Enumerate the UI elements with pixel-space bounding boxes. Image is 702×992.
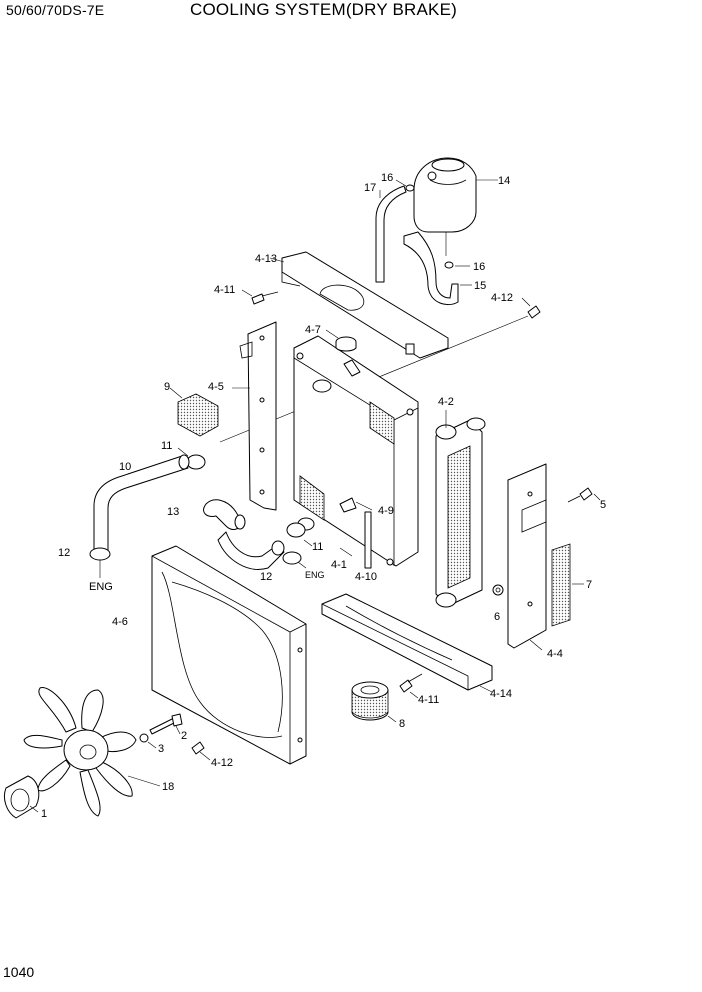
callout-4-4: 4-4 xyxy=(547,648,563,660)
oil-cooler xyxy=(435,410,486,608)
hose-clamp-16 xyxy=(395,179,470,269)
bolt-4-12b xyxy=(191,741,211,761)
callout-9: 9 xyxy=(164,381,170,393)
callout-18: 18 xyxy=(162,781,174,793)
rubber-pad xyxy=(551,543,584,627)
hose-15 xyxy=(403,231,472,306)
callout-4-7: 4-7 xyxy=(305,324,321,336)
callout-3: 3 xyxy=(158,743,164,755)
callout-4-1: 4-1 xyxy=(331,559,347,571)
diagram-title: COOLING SYSTEM(DRY BRAKE) xyxy=(190,0,457,19)
callout-17: 17 xyxy=(364,182,376,194)
washer-6 xyxy=(492,584,504,596)
callout-4-12-bottom: 4-12 xyxy=(211,757,233,769)
bolt-4-11 xyxy=(241,289,279,305)
callout-4-6: 4-6 xyxy=(112,616,128,628)
callout-4-11-top: 4-11 xyxy=(214,284,235,296)
callout-4-12-top: 4-12 xyxy=(491,292,513,304)
radiator-cap xyxy=(325,329,361,377)
model-number: 50/60/70DS-7E xyxy=(6,2,105,18)
eng-label-left: ENG xyxy=(89,581,113,593)
page-number: 1040 xyxy=(3,964,35,980)
callout-16-bottom: 16 xyxy=(473,261,485,273)
upper-hose xyxy=(93,454,190,551)
callout-4-5: 4-5 xyxy=(208,381,224,393)
callout-11-left: 11 xyxy=(161,440,172,452)
top-shroud xyxy=(269,251,449,359)
sponge-9 xyxy=(169,387,219,437)
overflow-tube xyxy=(375,185,407,283)
callout-8: 8 xyxy=(399,718,405,730)
side-bracket-right xyxy=(507,463,547,651)
callout-14: 14 xyxy=(498,175,510,187)
fan-bolt xyxy=(149,713,183,735)
callout-16-top: 16 xyxy=(381,172,393,184)
eng-label-right: ENG xyxy=(305,570,325,580)
callout-1: 1 xyxy=(41,808,47,820)
callout-15: 15 xyxy=(474,280,486,292)
hose-clamp-12 xyxy=(89,547,111,578)
callout-4-9: 4-9 xyxy=(378,505,394,517)
bottom-shroud xyxy=(321,593,493,693)
callout-4-13: 4-13 xyxy=(255,253,277,265)
reservoir-tank xyxy=(413,157,498,256)
bolt-4-11b xyxy=(399,673,423,699)
drain-rod xyxy=(364,511,372,569)
callout-4-2: 4-2 xyxy=(438,396,454,408)
callout-7: 7 xyxy=(586,579,592,591)
callout-12-right: 12 xyxy=(260,571,272,583)
fan-spacer xyxy=(3,775,40,819)
callout-6: 6 xyxy=(494,611,500,623)
hose-clamp-12b xyxy=(282,551,307,569)
side-bracket-left xyxy=(232,321,277,511)
callout-12-left: 12 xyxy=(58,547,70,559)
fan-washer xyxy=(139,733,157,749)
fan-shroud xyxy=(151,545,307,765)
grommet-8 xyxy=(351,681,397,723)
callout-13: 13 xyxy=(167,506,179,518)
cooling-fan xyxy=(23,687,161,817)
lower-hose xyxy=(203,499,285,570)
callout-10: 10 xyxy=(119,461,131,473)
callout-4-14: 4-14 xyxy=(490,688,512,700)
callout-4-10: 4-10 xyxy=(355,571,377,583)
bolt-5 xyxy=(567,487,601,503)
callout-5: 5 xyxy=(600,499,606,511)
drain-valve xyxy=(339,497,373,513)
hose-clamp-11 xyxy=(177,447,313,547)
radiator-core xyxy=(293,335,419,567)
callout-11-right: 11 xyxy=(312,541,323,553)
callout-4-11-bottom: 4-11 xyxy=(418,694,439,706)
callout-2: 2 xyxy=(181,730,187,742)
